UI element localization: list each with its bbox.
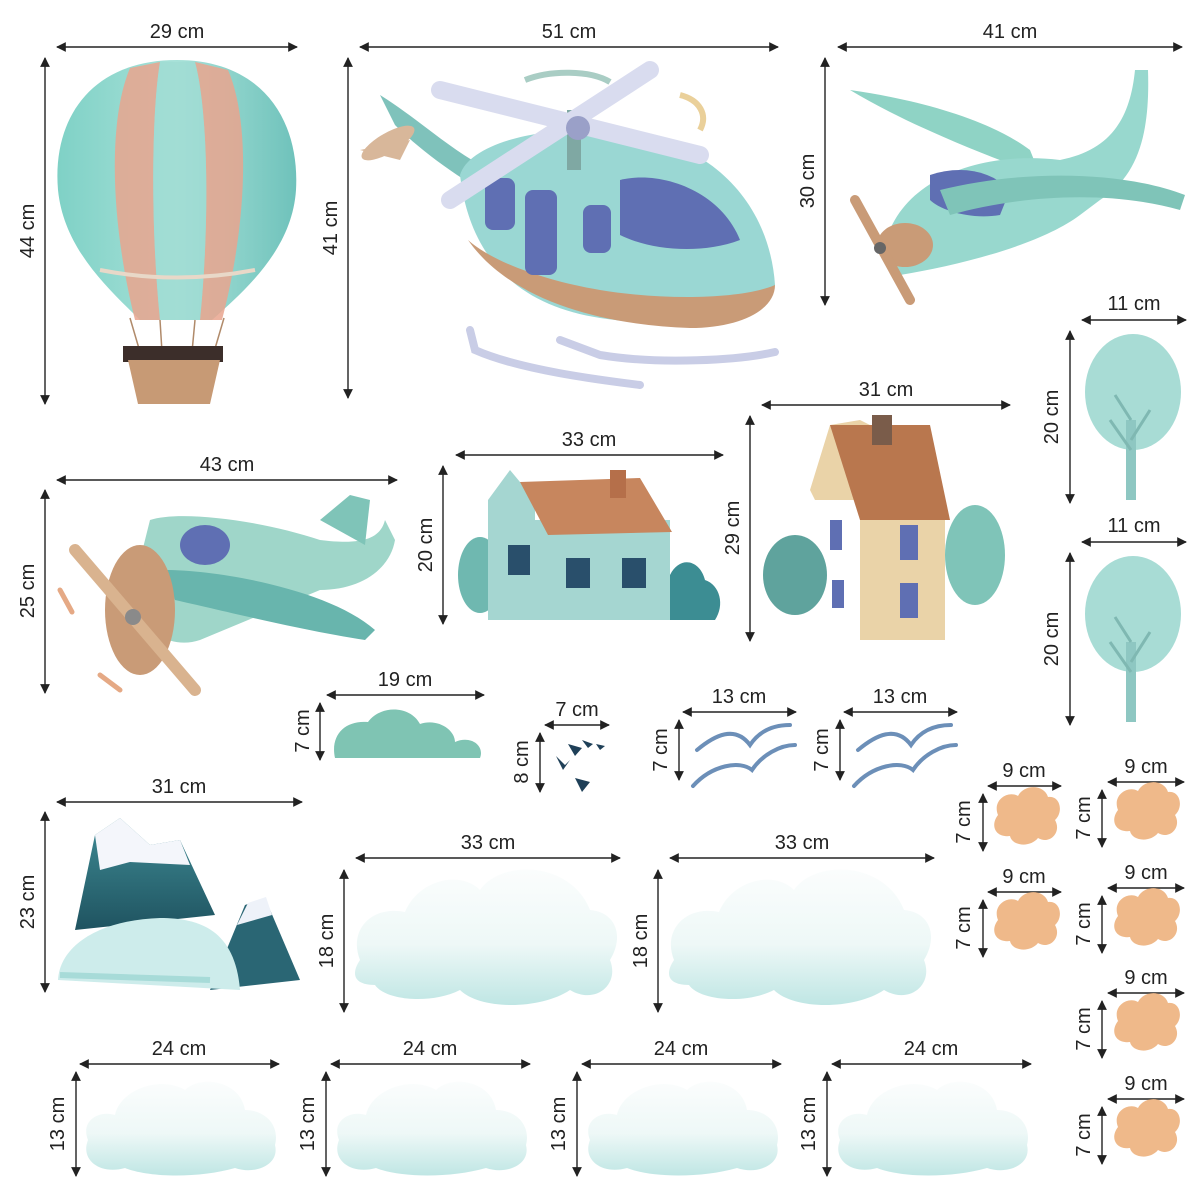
- large-cloud-2-illustration: [669, 869, 932, 1005]
- tree-2-height-label: 20 cm: [1041, 611, 1063, 667]
- helicopter-illustration: [360, 61, 779, 389]
- cloud-medium-1-height-label: 13 cm: [47, 1096, 69, 1152]
- house-tall-width-label: 31 cm: [858, 379, 914, 401]
- cloud-large-1-width-label: 33 cm: [460, 832, 516, 854]
- tree-2-illustration: [1085, 556, 1181, 722]
- small-cloud-height-label: 7 cm: [292, 709, 314, 753]
- flower-cloud-1-width-label: 9 cm: [1002, 760, 1046, 782]
- dimension-lines: [40, 42, 1187, 1177]
- house-tall-height-label: 29 cm: [722, 500, 744, 556]
- teal-house-illustration: [458, 470, 721, 620]
- flower-cloud-3-width-label: 9 cm: [1124, 756, 1168, 778]
- birds-2-width-label: 13 cm: [872, 686, 928, 708]
- flower-cloud-6-width-label: 9 cm: [1124, 1073, 1168, 1095]
- cloud-large-2-width-label: 33 cm: [774, 832, 830, 854]
- balloon-width-label: 29 cm: [149, 21, 205, 43]
- flower-cloud-5-illustration: [1114, 993, 1180, 1051]
- medium-cloud-3-illustration: [588, 1081, 778, 1176]
- flower-cloud-2-width-label: 9 cm: [1002, 866, 1046, 888]
- cloud-medium-4-width-label: 24 cm: [903, 1038, 959, 1060]
- house-teal-width-label: 33 cm: [561, 429, 617, 451]
- balloon-height-label: 44 cm: [17, 203, 39, 259]
- house-teal-height-label: 20 cm: [415, 517, 437, 573]
- medium-cloud-2-illustration: [337, 1081, 527, 1176]
- flower-cloud-1-height-label: 7 cm: [953, 800, 975, 844]
- birds-small-height-label: 8 cm: [511, 740, 533, 784]
- small-cloud-illustration: [334, 709, 481, 758]
- cloud-medium-4-height-label: 13 cm: [798, 1096, 820, 1152]
- flower-cloud-4-illustration: [1114, 888, 1180, 946]
- helicopter-width-label: 51 cm: [541, 21, 597, 43]
- mountain-width-label: 31 cm: [151, 776, 207, 798]
- birds-1-height-label: 7 cm: [650, 728, 672, 772]
- plane-left-height-label: 25 cm: [17, 563, 39, 619]
- plane-right-width-label: 41 cm: [982, 21, 1038, 43]
- flower-cloud-2-illustration: [994, 892, 1060, 950]
- mountain-height-label: 23 cm: [17, 874, 39, 930]
- tree-1-width-label: 11 cm: [1107, 293, 1161, 315]
- birds-1-illustration: [691, 723, 797, 788]
- medium-cloud-1-illustration: [86, 1081, 276, 1176]
- birds-2-illustration: [852, 723, 958, 788]
- tree-2-width-label: 11 cm: [1107, 515, 1161, 537]
- plane-right-illustration: [850, 70, 1185, 305]
- cloud-medium-2-height-label: 13 cm: [297, 1096, 319, 1152]
- hot-air-balloon-illustration: [57, 60, 297, 404]
- tall-house-illustration: [763, 415, 1005, 640]
- cloud-large-2-height-label: 18 cm: [630, 913, 652, 969]
- flower-cloud-3-illustration: [1114, 782, 1180, 840]
- birds-small-width-label: 7 cm: [555, 699, 599, 721]
- small-birds-illustration: [556, 740, 605, 792]
- cloud-large-1-height-label: 18 cm: [316, 913, 338, 969]
- flower-cloud-5-height-label: 7 cm: [1073, 1007, 1095, 1051]
- tree-1-height-label: 20 cm: [1041, 389, 1063, 445]
- flower-cloud-1-illustration: [994, 787, 1060, 845]
- cloud-medium-2-width-label: 24 cm: [402, 1038, 458, 1060]
- tree-1-illustration: [1085, 334, 1181, 500]
- flower-cloud-2-height-label: 7 cm: [953, 906, 975, 950]
- birds-1-width-label: 13 cm: [711, 686, 767, 708]
- flower-cloud-6-illustration: [1114, 1099, 1180, 1157]
- medium-cloud-4-illustration: [838, 1081, 1028, 1176]
- flower-cloud-6-height-label: 7 cm: [1073, 1113, 1095, 1157]
- mountain-illustration: [58, 818, 300, 990]
- cloud-medium-3-width-label: 24 cm: [653, 1038, 709, 1060]
- cloud-medium-3-height-label: 13 cm: [548, 1096, 570, 1152]
- birds-2-height-label: 7 cm: [811, 728, 833, 772]
- flower-cloud-4-width-label: 9 cm: [1124, 862, 1168, 884]
- cloud-medium-1-width-label: 24 cm: [151, 1038, 207, 1060]
- flower-cloud-4-height-label: 7 cm: [1073, 902, 1095, 946]
- flower-cloud-5-width-label: 9 cm: [1124, 967, 1168, 989]
- large-cloud-1-illustration: [355, 869, 618, 1005]
- flower-cloud-3-height-label: 7 cm: [1073, 796, 1095, 840]
- small-cloud-width-label: 19 cm: [377, 669, 433, 691]
- plane-left-width-label: 43 cm: [199, 454, 255, 476]
- plane-right-height-label: 30 cm: [797, 153, 819, 209]
- plane-left-illustration: [57, 495, 395, 696]
- helicopter-height-label: 41 cm: [320, 200, 342, 256]
